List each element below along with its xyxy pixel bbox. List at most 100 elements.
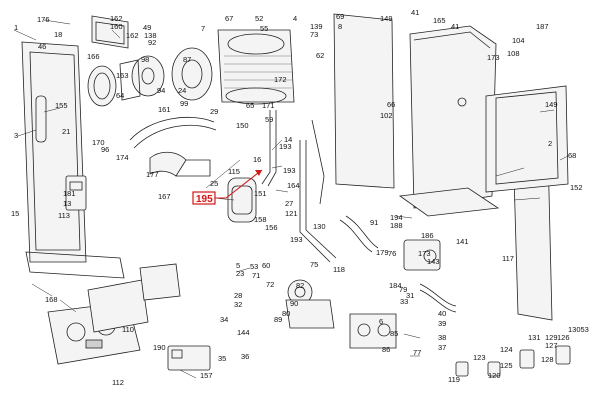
callout: 161: [158, 105, 171, 114]
callout: 68: [568, 151, 576, 160]
callout: 27: [285, 199, 293, 208]
callout: 158: [254, 215, 267, 224]
callout: 1: [14, 23, 18, 32]
callout: 167: [158, 192, 171, 201]
gas-valve-left: [65, 175, 87, 211]
callout: 66: [387, 100, 395, 109]
callout: 157: [200, 371, 213, 380]
callout: 193: [290, 235, 303, 244]
callout: 33: [400, 297, 408, 306]
callout: 117: [502, 254, 514, 263]
callout: 79: [399, 285, 407, 294]
callout: 170: [92, 138, 105, 147]
callout: 34: [220, 315, 228, 324]
callout: 127: [545, 341, 558, 350]
callout: 15: [11, 209, 19, 218]
callout: 174: [116, 153, 129, 162]
callout: 40: [438, 309, 446, 318]
callout: 151: [254, 189, 267, 198]
callout: 76: [388, 249, 396, 258]
leader-lines: [13, 19, 569, 379]
control-box-bracket: [91, 15, 129, 49]
callout: 108: [507, 49, 520, 58]
callout: 194: [390, 213, 403, 222]
callout: 38: [438, 333, 446, 342]
hydraulic-group: [349, 313, 397, 349]
callout: 92: [148, 38, 156, 47]
callout: 82: [296, 281, 304, 290]
callout: 179: [376, 248, 389, 257]
fan-assembly: [87, 55, 165, 107]
callout: 166: [87, 52, 100, 61]
callout: 184: [389, 281, 402, 290]
pump-assembly: [285, 279, 335, 329]
callout: 65: [246, 101, 254, 110]
callout: 156: [265, 223, 278, 232]
callout: 141: [456, 237, 469, 246]
callout: 73: [310, 30, 318, 39]
callout: 72: [266, 280, 274, 289]
callout: 150: [236, 121, 249, 130]
callout: 155: [55, 101, 68, 110]
callout: 104: [512, 36, 525, 45]
callout: 160: [110, 22, 123, 31]
callout: 128: [541, 355, 554, 364]
callout: 165: [433, 16, 446, 25]
callout: 69: [336, 12, 344, 21]
callout: 99: [180, 99, 188, 108]
callout: 80: [282, 309, 290, 318]
callout: 87: [183, 55, 191, 64]
highlight-195: 195: [192, 169, 263, 205]
callout: 98: [141, 55, 149, 64]
callout: 52: [255, 14, 263, 23]
pcb-board: [87, 263, 181, 333]
callout: 110: [122, 325, 134, 334]
callout: 130: [313, 222, 326, 231]
callout: 2: [548, 139, 552, 148]
callout: 173: [418, 249, 431, 258]
callout: 23: [236, 269, 244, 278]
callout: 25: [210, 179, 218, 188]
callout: 119: [448, 375, 460, 384]
callout: 28: [234, 291, 242, 300]
callout: 8: [338, 22, 342, 31]
callout: 138: [144, 31, 157, 40]
callout: 123: [473, 353, 486, 362]
central-pipes: [261, 110, 379, 263]
side-panel-middle: [333, 13, 500, 217]
callout: 187: [536, 22, 549, 31]
callout: 67: [225, 14, 233, 23]
callout: 172: [274, 75, 287, 84]
callout: 62: [316, 51, 324, 60]
callout: 163: [116, 71, 129, 80]
chassis-back-panel: [409, 25, 497, 209]
callout: 190: [153, 343, 166, 352]
callout: 120: [488, 371, 501, 380]
part-callouts: 1 176 18 46 162 160 162 49 138 92 166 98…: [11, 8, 589, 387]
callout: 37: [438, 343, 446, 352]
callout: 32: [234, 300, 242, 309]
callout: 162: [110, 14, 123, 23]
callout: 16: [253, 155, 261, 164]
callout: 162: [126, 31, 139, 40]
divert-valve: [403, 239, 441, 271]
callout: 13053: [568, 325, 589, 334]
callout: 85: [390, 329, 398, 338]
callout: 149: [545, 100, 558, 109]
burner-door: [171, 47, 213, 101]
callout: 112: [112, 378, 124, 387]
callout: 96: [101, 145, 109, 154]
callout: 59: [265, 115, 273, 124]
callout: 35: [218, 354, 226, 363]
callout: 149: [380, 14, 393, 23]
expansion-vessel: [485, 85, 569, 193]
callout: 6: [379, 317, 383, 326]
callout: 171: [262, 101, 275, 110]
callout: 86: [382, 345, 390, 354]
callout: 139: [310, 22, 323, 31]
pipe-fittings-bottom: [419, 283, 571, 377]
callout: 113: [58, 211, 70, 220]
callout: 102: [380, 111, 393, 120]
callout: 5: [236, 261, 240, 270]
callout: 24: [178, 86, 186, 95]
